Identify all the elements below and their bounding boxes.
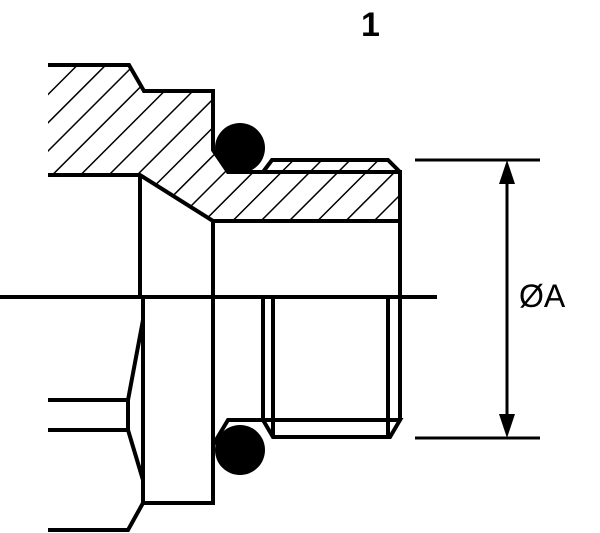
lower-o-ring — [215, 425, 265, 475]
hex-edge — [48, 502, 145, 532]
hatched-body-section — [48, 63, 402, 223]
arrow-up-icon — [499, 160, 515, 184]
item-number-label: 1 — [361, 6, 380, 44]
hex-flange — [141, 297, 215, 505]
upper-thread-crest — [261, 158, 402, 174]
upper-o-ring — [215, 123, 265, 173]
arrow-down-icon — [499, 414, 515, 438]
dimension-label: ØA — [519, 278, 566, 314]
hex-chamfer — [126, 319, 145, 481]
thread-outline — [211, 418, 404, 447]
